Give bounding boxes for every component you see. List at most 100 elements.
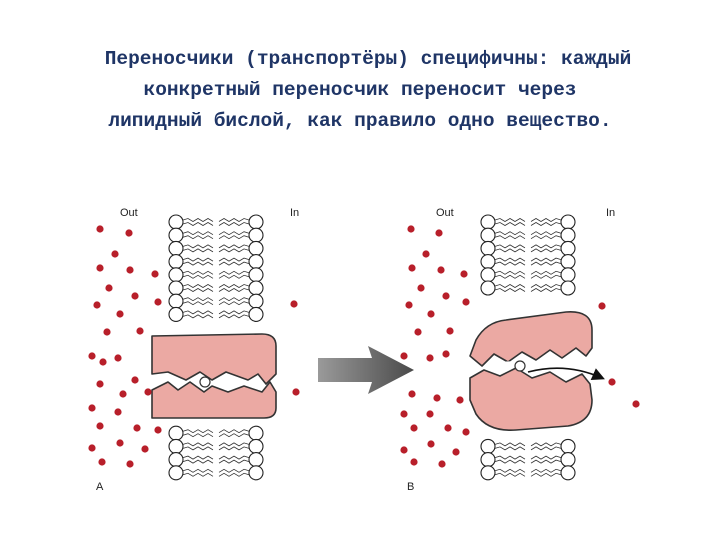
lipid-tail (530, 288, 562, 292)
solute-molecule (435, 229, 443, 237)
lipid-tail (182, 301, 214, 306)
lipid-head (248, 214, 264, 230)
lipid-tail (530, 235, 562, 240)
lipid-tail (494, 270, 526, 275)
lipid-tail (218, 459, 250, 464)
lipid-tail (218, 261, 250, 266)
solute-molecule (126, 460, 134, 468)
panel-b-letter: B (407, 481, 414, 493)
lipid-head (168, 306, 184, 322)
solute-molecule (88, 404, 96, 412)
lipid-head (248, 425, 264, 441)
lipid-head (168, 465, 184, 481)
lipid-tail (218, 288, 250, 292)
lipid-head (480, 227, 496, 243)
lipid-head (560, 465, 576, 481)
title-line-2: конкретный переносчик переносит через (143, 79, 577, 101)
lipid-tail (494, 468, 526, 473)
solute-molecule (598, 302, 606, 310)
solute-molecule (422, 250, 430, 258)
lipid-head (248, 280, 264, 296)
solute-molecule (141, 445, 149, 453)
lipid-tail (182, 446, 214, 451)
lipid-tail (530, 442, 562, 447)
lipid-tail (494, 235, 526, 240)
lipid-tail (182, 248, 214, 253)
solute-molecule (154, 298, 162, 306)
lipid-tail (182, 261, 214, 266)
solute-molecule (131, 376, 139, 384)
solute-molecule (427, 310, 435, 318)
panel-a-out-label: Out (120, 207, 138, 219)
solute-molecule (427, 440, 435, 448)
solute-molecule (405, 301, 413, 309)
solute-molecule (119, 390, 127, 398)
lipid-head (168, 438, 184, 454)
lipid-tail (218, 231, 250, 236)
lipid-tail (182, 222, 214, 226)
lipid-tail (182, 297, 214, 302)
lipid-tail (218, 244, 250, 249)
lipid-tail (494, 222, 526, 226)
solute-molecule (446, 327, 454, 335)
panel-b-lipid-bilayer (480, 214, 576, 481)
lipid-head (480, 240, 496, 256)
solute-molecule (407, 225, 415, 233)
solute-molecule (438, 460, 446, 468)
lipid-tail (218, 455, 250, 460)
lipid-head (560, 438, 576, 454)
solute-molecule (437, 266, 445, 274)
lipid-tail (494, 257, 526, 262)
lipid-tail (530, 446, 562, 451)
lipid-tail (530, 455, 562, 460)
lipid-tail (218, 429, 250, 434)
lipid-tail (494, 218, 526, 222)
lipid-tail (182, 472, 214, 477)
lipid-tail (218, 472, 250, 477)
panel-a: Out In A (88, 207, 300, 493)
lipid-tail (218, 235, 250, 240)
lipid-head (248, 465, 264, 481)
lipid-tail (218, 433, 250, 438)
lipid-head (560, 452, 576, 468)
solute-molecule (408, 390, 416, 398)
solute-molecule (114, 408, 122, 416)
solute-molecule (452, 448, 460, 456)
lipid-head (480, 214, 496, 230)
lipid-head (248, 227, 264, 243)
lipid-tail (494, 455, 526, 460)
lipid-tail (182, 218, 214, 222)
solute-molecule (460, 270, 468, 278)
lipid-head (168, 425, 184, 441)
title-line-1: Переносчики (транспортёры) специфичны: к… (104, 48, 632, 70)
solute-molecule (96, 422, 104, 430)
lipid-tail (182, 314, 214, 319)
panel-b-carrier-protein (469, 311, 605, 431)
solute-molecule (400, 446, 408, 454)
solute-molecule (290, 300, 298, 308)
solute-molecule (442, 292, 450, 300)
solute-molecule (111, 250, 119, 258)
solute-molecule (98, 458, 106, 466)
lipid-tail (182, 455, 214, 460)
solute-molecule (632, 400, 640, 408)
solute-molecule (426, 354, 434, 362)
lipid-tail (218, 314, 250, 319)
solute-molecule (444, 424, 452, 432)
solute-molecule (608, 378, 616, 386)
panel-b-out-label: Out (436, 207, 454, 219)
solute-molecule (462, 298, 470, 306)
lipid-tail (182, 288, 214, 292)
solute-molecule (136, 327, 144, 335)
lipid-tail (494, 446, 526, 451)
lipid-tail (494, 274, 526, 279)
lipid-head (560, 240, 576, 256)
lipid-head (560, 214, 576, 230)
lipid-tail (218, 218, 250, 222)
lipid-head (248, 267, 264, 283)
lipid-tail (218, 274, 250, 279)
transition-arrow (318, 346, 414, 394)
lipid-tail (182, 257, 214, 262)
panel-a-carrier-protein (151, 333, 277, 419)
